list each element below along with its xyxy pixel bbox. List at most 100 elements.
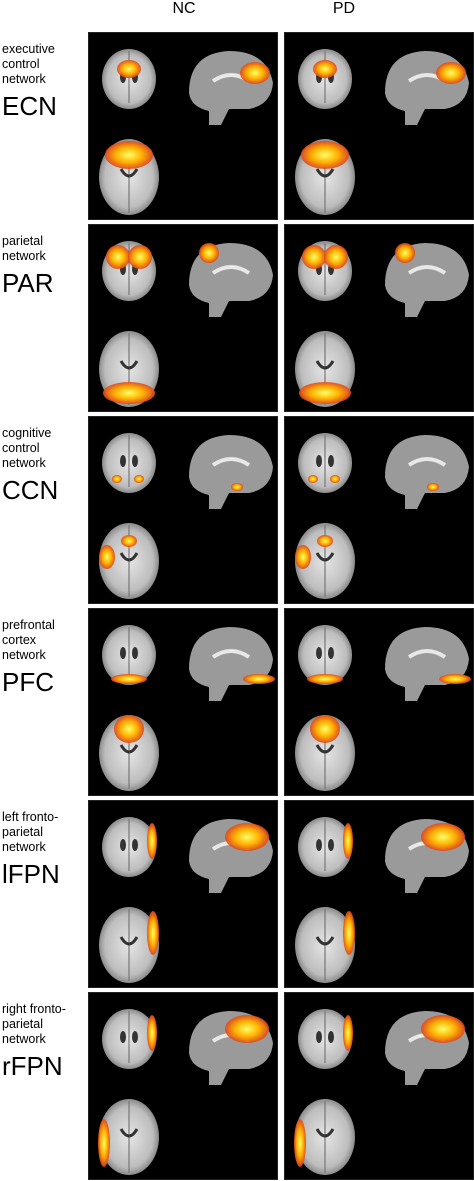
network-row-lfpn: left fronto- parietal network lFPN <box>0 800 474 988</box>
network-description: right fronto- parietal network <box>2 1002 66 1046</box>
axial-slice <box>295 715 355 791</box>
network-abbreviation: CCN <box>2 475 59 505</box>
brain-panel-nc <box>88 800 278 988</box>
activation-blob <box>343 911 355 955</box>
network-description: left fronto- parietal network <box>2 810 59 854</box>
network-abbreviation: lFPN <box>2 859 60 889</box>
brain-slices <box>99 817 273 983</box>
activation-blob <box>134 475 144 483</box>
activation-blob <box>295 545 311 569</box>
activation-blob <box>117 60 141 78</box>
activation-blob <box>105 141 153 169</box>
activation-blob <box>301 141 349 169</box>
activation-blob <box>114 715 144 743</box>
network-label: right fronto- parietal network rFPN <box>2 1002 88 1081</box>
activation-blob <box>112 475 122 483</box>
activation-blob <box>310 715 340 743</box>
activation-blob <box>307 674 343 684</box>
activation-blob <box>106 245 130 269</box>
axial-slice <box>295 331 355 407</box>
brain-panel-pd <box>284 416 474 604</box>
activation-blob <box>103 382 155 404</box>
sagittal-slice <box>385 435 469 509</box>
brain-panel-pd <box>284 608 474 796</box>
axial-slice <box>99 331 159 407</box>
activation-blob <box>231 483 243 491</box>
sagittal-slice <box>189 627 275 701</box>
activation-blob <box>395 243 415 263</box>
brain-panel-pd <box>284 32 474 220</box>
network-abbreviation: PAR <box>2 268 54 298</box>
network-label: left fronto- parietal network lFPN <box>2 810 88 889</box>
sagittal-slice <box>385 243 469 317</box>
network-abbreviation: ECN <box>2 91 57 121</box>
sagittal-slice <box>189 243 273 317</box>
brain-slices <box>99 625 275 791</box>
column-header-pd: PD <box>332 0 356 17</box>
axial-slice <box>295 139 355 215</box>
coronal-slice <box>298 241 352 301</box>
coronal-slice <box>102 1009 157 1069</box>
brain-slices <box>295 817 469 983</box>
network-description: executive control network <box>2 42 55 86</box>
brain-slices <box>99 241 273 407</box>
column-header-nc: NC <box>172 0 196 17</box>
coronal-slice <box>298 433 352 493</box>
network-description: cognitive control network <box>2 426 52 470</box>
activation-blob <box>199 243 219 263</box>
activation-blob <box>317 535 333 547</box>
brain-slices <box>99 433 273 599</box>
brain-slices <box>295 49 469 215</box>
brain-slices <box>98 1009 273 1175</box>
activation-blob <box>436 62 466 84</box>
brain-panel-nc <box>88 416 278 604</box>
activation-blob <box>240 62 270 84</box>
activation-blob <box>99 545 115 569</box>
activation-blob <box>343 823 353 859</box>
sagittal-slice <box>189 1011 273 1085</box>
activation-blob <box>98 1119 110 1167</box>
coronal-slice <box>102 241 156 301</box>
activation-blob <box>243 674 275 684</box>
coronal-slice <box>102 49 156 109</box>
axial-slice <box>294 1099 355 1175</box>
network-abbreviation: rFPN <box>2 1051 63 1081</box>
brain-panel-pd <box>284 800 474 988</box>
coronal-slice <box>298 625 352 685</box>
activation-blob <box>308 475 318 483</box>
axial-slice <box>99 523 159 599</box>
activation-blob <box>330 475 340 483</box>
activation-blob <box>343 1015 353 1051</box>
sagittal-slice <box>385 51 469 125</box>
axial-slice <box>295 907 355 983</box>
brain-panel-nc <box>88 608 278 796</box>
sagittal-slice <box>385 627 471 701</box>
axial-slice <box>98 1099 159 1175</box>
activation-blob <box>439 674 471 684</box>
coronal-slice <box>102 433 156 493</box>
activation-blob <box>299 382 351 404</box>
network-row-rfpn: right fronto- parietal network rFPN <box>0 992 474 1180</box>
brain-panel-pd <box>284 992 474 1180</box>
sagittal-slice <box>189 435 273 509</box>
brain-panel-nc <box>88 992 278 1180</box>
activation-blob <box>421 823 465 851</box>
activation-blob <box>147 1015 157 1051</box>
brain-slices <box>295 433 469 599</box>
activation-blob <box>121 535 137 547</box>
coronal-slice <box>298 49 352 109</box>
activation-blob <box>421 1015 465 1043</box>
activation-blob <box>128 245 152 269</box>
activation-blob <box>313 60 337 78</box>
brain-slices <box>295 241 469 407</box>
activation-blob <box>111 674 147 684</box>
brain-panel-nc <box>88 224 278 412</box>
coronal-slice <box>102 817 157 877</box>
activation-blob <box>225 1015 269 1043</box>
